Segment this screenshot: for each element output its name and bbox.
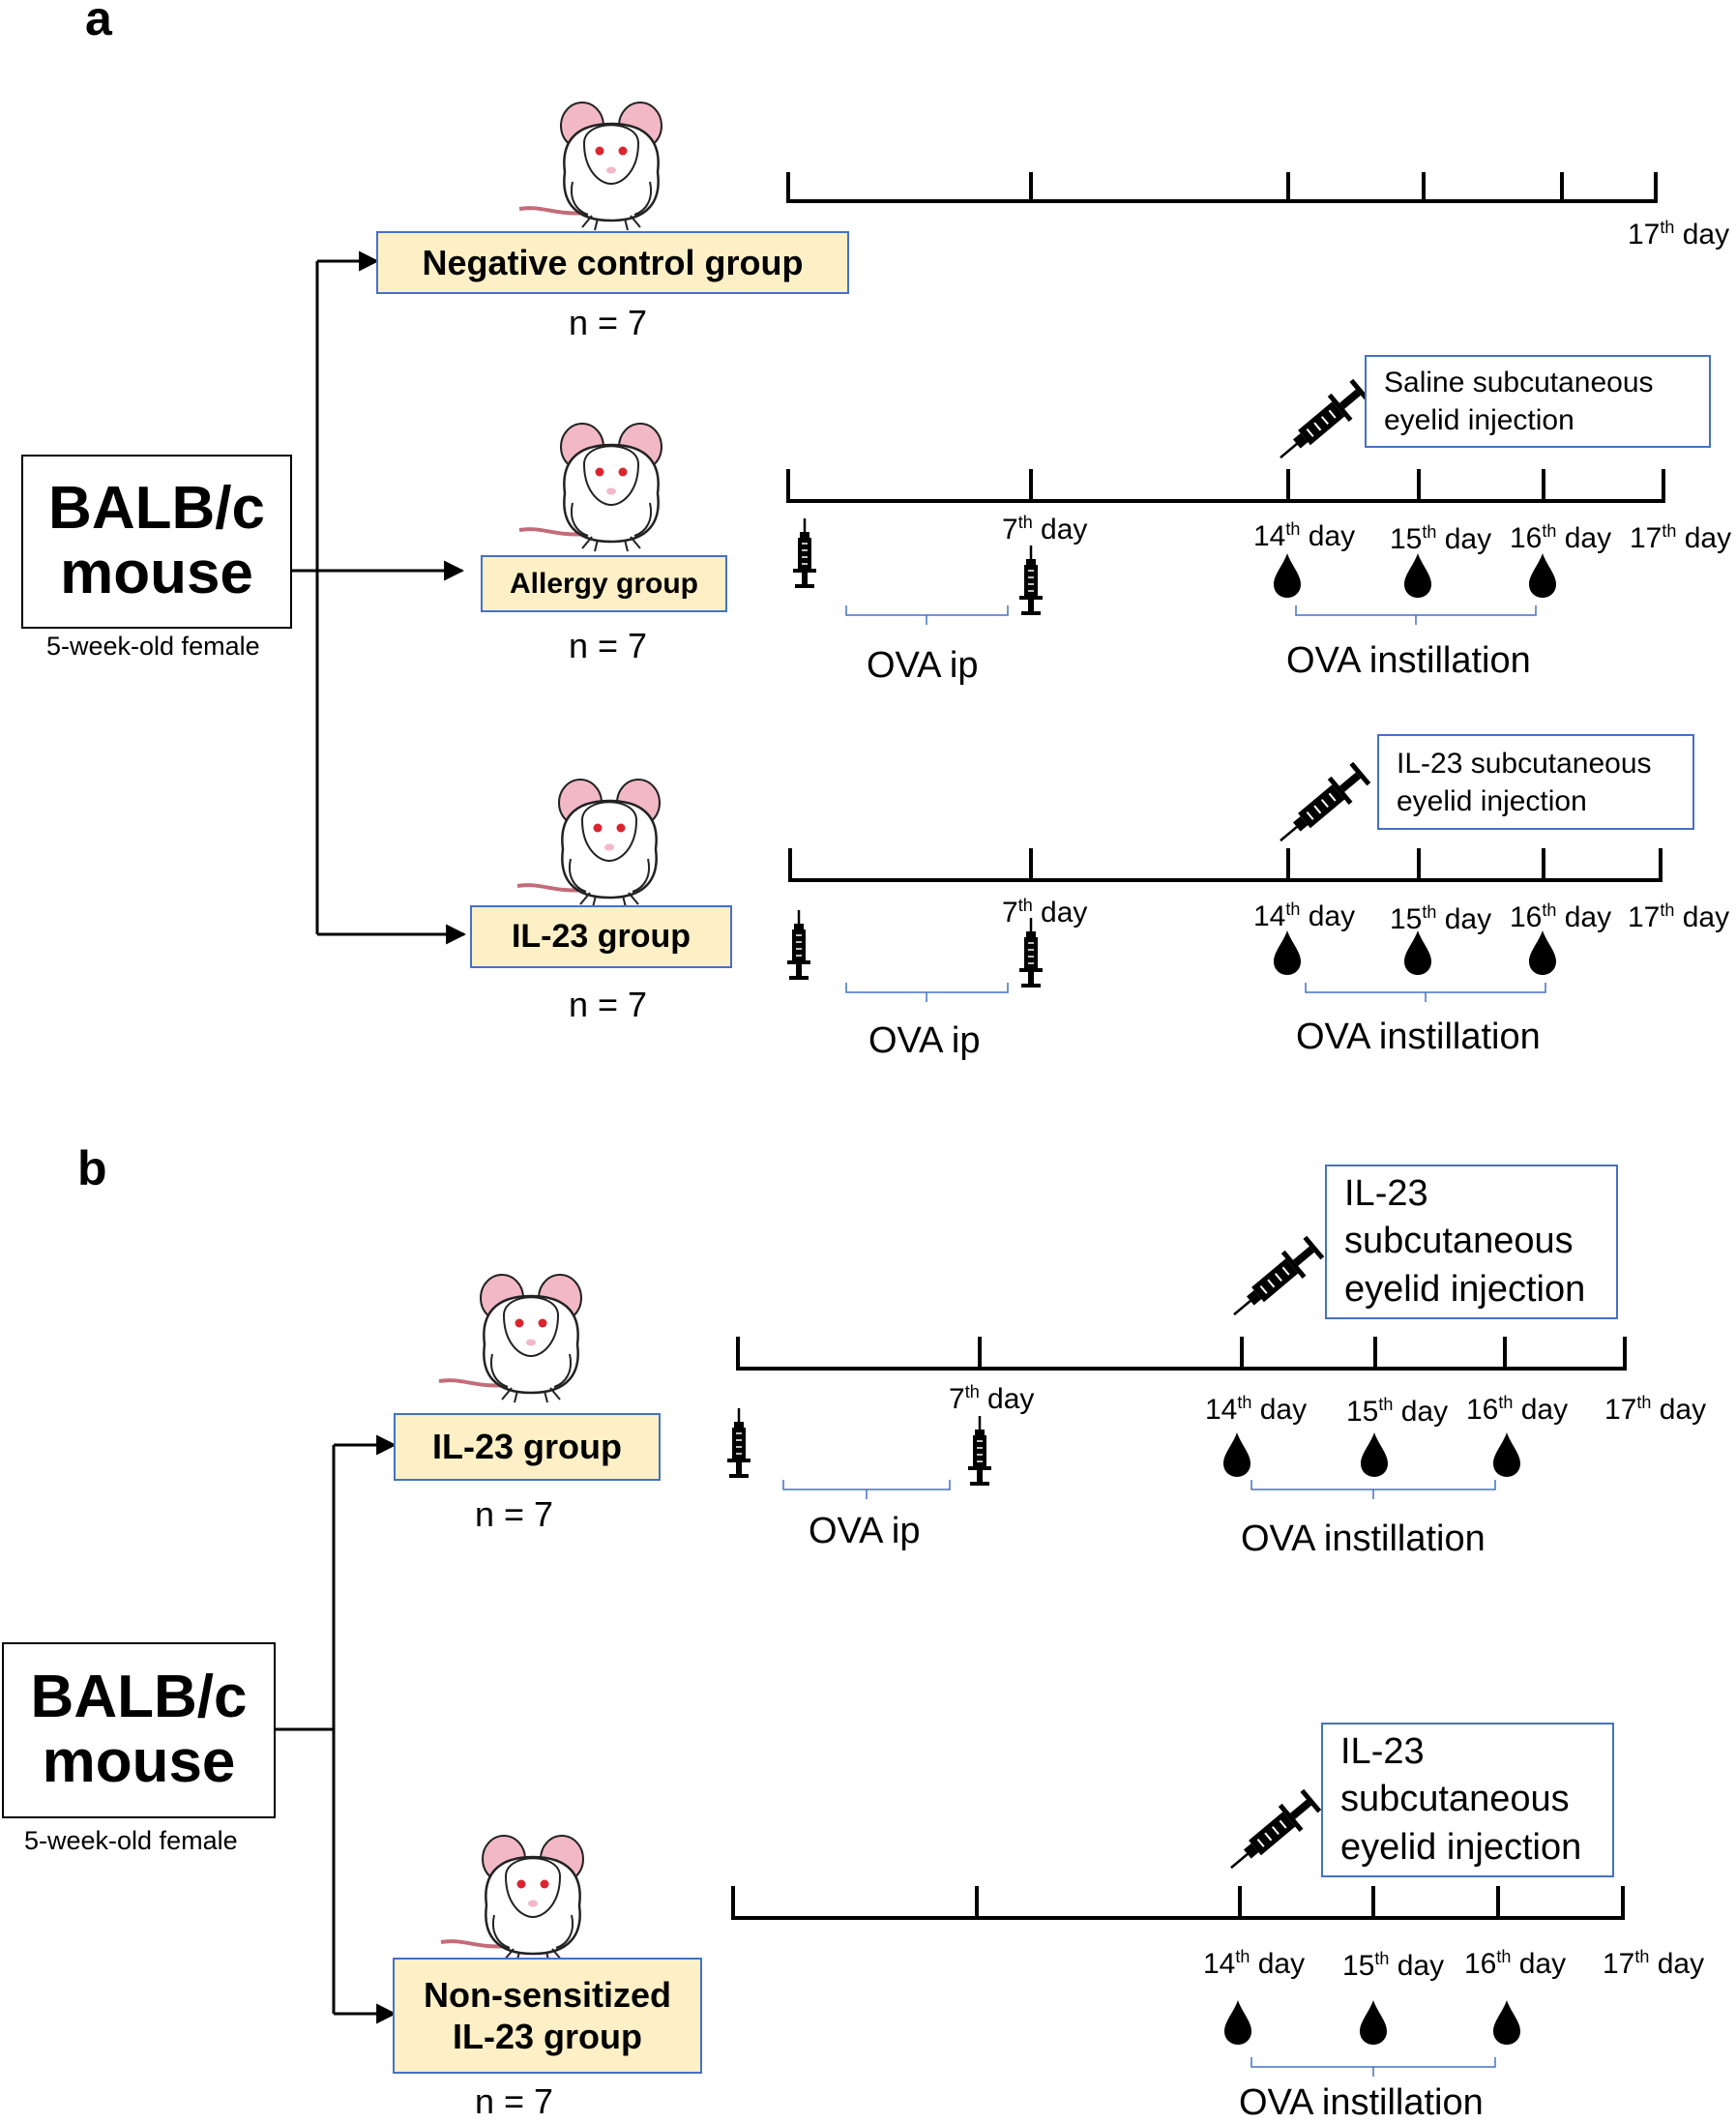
ova-instillation-label: OVA instillation bbox=[1286, 640, 1531, 681]
day-label: 15th day bbox=[1346, 1395, 1449, 1428]
day-label: 17th day bbox=[1604, 1393, 1707, 1426]
day-label: 14th day bbox=[1203, 1947, 1306, 1980]
mouse-line2: mouse bbox=[60, 540, 253, 606]
day-label: 14th day bbox=[1253, 899, 1356, 932]
group-n: n = 7 bbox=[569, 626, 648, 665]
group-label: IL-23 group bbox=[511, 918, 691, 956]
drop-icon bbox=[1529, 553, 1556, 598]
group-box-il23: IL-23 group bbox=[394, 1413, 661, 1481]
syringe-icon bbox=[1017, 544, 1045, 617]
balbc-mouse-box: BALB/c mouse bbox=[2, 1642, 276, 1818]
mouse-icon bbox=[439, 1834, 585, 1965]
group-box-negative-control: Negative control group bbox=[376, 231, 849, 294]
day-label: 7th day bbox=[949, 1382, 1035, 1415]
ova-ip-label: OVA ip bbox=[867, 645, 979, 686]
group-n: n = 7 bbox=[569, 985, 648, 1024]
injection-box-il23: IL-23 subcutaneous eyelid injection bbox=[1325, 1165, 1618, 1319]
day-label: 16th day bbox=[1510, 521, 1612, 554]
syringe-icon bbox=[791, 516, 818, 590]
ova-instillation-label: OVA instillation bbox=[1296, 1017, 1541, 1057]
mouse-line1: BALB/c bbox=[48, 475, 265, 543]
group-label: IL-23 group bbox=[432, 1427, 622, 1467]
drop-icon bbox=[1493, 1432, 1520, 1477]
injection-box-il23: IL-23 subcutaneous eyelid injection bbox=[1321, 1723, 1614, 1877]
panel-a-connectors bbox=[290, 251, 467, 945]
day-label: 7th day bbox=[1002, 513, 1088, 545]
mouse-icon bbox=[515, 778, 662, 909]
syringe-icon bbox=[966, 1414, 993, 1488]
panel-letter-b: b bbox=[77, 1141, 107, 1195]
group-box-non-sensitized: Non-sensitized IL-23 group bbox=[393, 1958, 702, 2074]
drop-icon bbox=[1224, 2000, 1251, 2045]
day-label: 16th day bbox=[1510, 900, 1612, 933]
group-box-il23: IL-23 group bbox=[470, 905, 732, 968]
syringe-icon bbox=[1268, 758, 1374, 855]
ova-ip-label: OVA ip bbox=[868, 1020, 981, 1061]
day-label: 16th day bbox=[1464, 1947, 1567, 1980]
mouse-line2: mouse bbox=[42, 1728, 236, 1795]
panel-b-connectors bbox=[274, 1434, 397, 2024]
day-label: 14th day bbox=[1205, 1393, 1308, 1426]
drop-icon bbox=[1404, 930, 1431, 975]
mouse-icon bbox=[517, 422, 663, 553]
day-label: 15th day bbox=[1390, 902, 1492, 935]
group-n: n = 7 bbox=[569, 303, 648, 342]
day-label: 14th day bbox=[1253, 519, 1356, 552]
day-label: 7th day bbox=[1002, 896, 1088, 929]
group-n: n = 7 bbox=[475, 2081, 554, 2121]
syringe-icon bbox=[725, 1406, 752, 1480]
drop-icon bbox=[1529, 930, 1556, 975]
braces bbox=[782, 605, 1546, 2077]
syringe-icon bbox=[1268, 375, 1374, 472]
group-label-line2: IL-23 group bbox=[453, 2017, 642, 2056]
drop-icon bbox=[1274, 930, 1301, 975]
panel-letter-a: a bbox=[85, 0, 112, 45]
balbc-mouse-box: BALB/c mouse bbox=[21, 455, 292, 629]
day-label: 16th day bbox=[1466, 1393, 1569, 1426]
injection-box-saline: Saline subcutaneous eyelid injection bbox=[1365, 355, 1711, 448]
day-label: 15th day bbox=[1342, 1949, 1445, 1982]
group-label: Negative control group bbox=[422, 242, 804, 282]
day-label: 17th day bbox=[1628, 900, 1730, 933]
group-label-line1: Non-sensitized bbox=[423, 1974, 672, 2015]
syringe-icon bbox=[1219, 1785, 1325, 1882]
drop-icon bbox=[1274, 553, 1301, 598]
mouse-note: 5-week-old female bbox=[46, 632, 260, 661]
day-label: 15th day bbox=[1390, 522, 1492, 555]
drop-icon bbox=[1360, 2000, 1387, 2045]
day-label: 17th day bbox=[1630, 521, 1732, 554]
timelines bbox=[731, 172, 1665, 1920]
day-label: 17th day bbox=[1628, 218, 1730, 251]
group-n: n = 7 bbox=[475, 1494, 554, 1534]
mouse-line1: BALB/c bbox=[30, 1664, 248, 1731]
drop-icon bbox=[1361, 1432, 1388, 1477]
group-box-allergy: Allergy group bbox=[481, 555, 727, 612]
drop-icon bbox=[1493, 2000, 1520, 2045]
ova-instillation-label: OVA instillation bbox=[1241, 1519, 1486, 1559]
injection-box-il23: IL-23 subcutaneous eyelid injection bbox=[1377, 734, 1694, 830]
day-label: 17th day bbox=[1603, 1947, 1705, 1980]
ova-ip-label: OVA ip bbox=[809, 1511, 921, 1551]
mouse-note: 5-week-old female bbox=[24, 1826, 238, 1855]
ova-instillation-label: OVA instillation bbox=[1239, 2082, 1484, 2123]
group-label: Allergy group bbox=[509, 567, 698, 600]
mouse-icon bbox=[517, 101, 663, 232]
drop-icon bbox=[1404, 553, 1431, 598]
syringe-icon bbox=[1221, 1232, 1328, 1329]
mouse-icon bbox=[437, 1273, 583, 1404]
syringe-icon bbox=[785, 908, 812, 982]
drop-icon bbox=[1223, 1432, 1251, 1477]
